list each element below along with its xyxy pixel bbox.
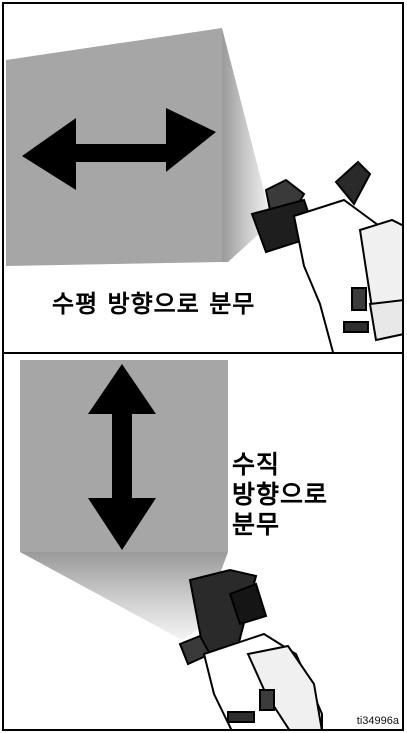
- horizontal-spray-caption: 수평 방향으로 분무: [52, 289, 256, 318]
- spray-cone: [222, 28, 272, 262]
- vertical-spray-illustration: [20, 360, 323, 729]
- horizontal-spray-panel: 수평 방향으로 분무: [2, 2, 404, 354]
- vertical-spray-caption: 수직 방향으로 분무: [232, 450, 329, 539]
- vertical-spray-panel: [2, 354, 404, 731]
- figure-id-label: ti34996a: [356, 715, 399, 727]
- spray-gun: [178, 568, 323, 729]
- horizontal-spray-illustration: [6, 28, 402, 352]
- spray-gun: [250, 160, 402, 352]
- up-down-double-arrow: [88, 364, 156, 550]
- left-right-double-arrow: [22, 108, 216, 190]
- spray-cone: [20, 552, 228, 640]
